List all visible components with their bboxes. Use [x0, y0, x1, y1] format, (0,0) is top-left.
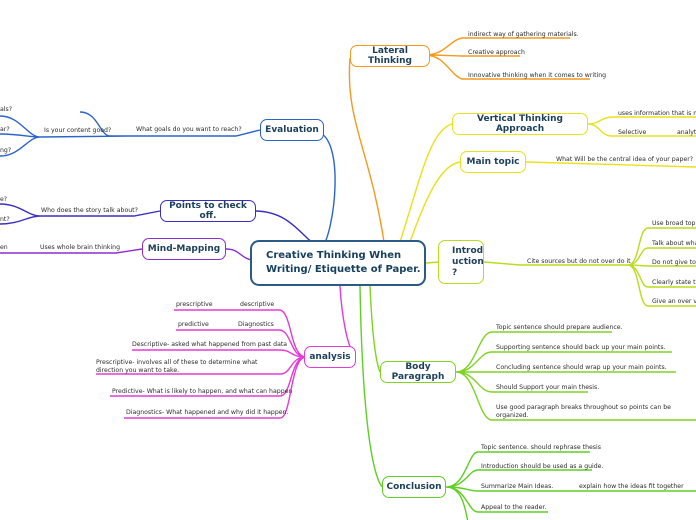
- evaluation-item[interactable]: ng?: [0, 147, 12, 154]
- introduction-item[interactable]: Clearly state the: [652, 279, 696, 286]
- body-item[interactable]: Supporting sentence should back up your …: [496, 344, 666, 351]
- body-item[interactable]: Use good paragraph breaks throughout so …: [496, 404, 671, 419]
- introduction-item[interactable]: Talk about what: [652, 240, 696, 247]
- lateral-item[interactable]: indirect way of gathering materials.: [468, 31, 579, 38]
- connector-conclusion-items: [445, 451, 696, 520]
- connector-points-items: [0, 203, 161, 225]
- analysis-item[interactable]: Prescriptive- involves all of these to d…: [96, 359, 258, 374]
- connector-evaluation-items: [0, 111, 261, 157]
- analysis-item[interactable]: predictive: [178, 321, 209, 328]
- evaluation-item[interactable]: als?: [0, 106, 13, 113]
- connector-main-topic-item: [525, 161, 696, 168]
- connector-analysis: [339, 285, 353, 351]
- connector-mind-mapping: [225, 248, 253, 261]
- connector-introduction-sub: [483, 261, 628, 266]
- analysis-item[interactable]: Predictive- What is likely to happen, an…: [112, 388, 293, 395]
- topic-vertical-thinking-label: Vertical Thinking Approach: [477, 114, 563, 134]
- topic-lateral-thinking-label: Lateral Thinking: [368, 46, 412, 66]
- body-item[interactable]: Topic sentence should prepare audience.: [496, 324, 623, 331]
- introduction-item[interactable]: Give an over vie: [652, 298, 696, 305]
- introduction-item[interactable]: Do not give to m: [652, 259, 696, 266]
- main-topic-item[interactable]: What Will be the central idea of your pa…: [556, 156, 694, 163]
- points-sub[interactable]: Who does the story talk about?: [41, 207, 138, 214]
- connector-introduction-items: [627, 227, 696, 307]
- connector-analysis-split: [228, 310, 232, 330]
- central-topic[interactable]: Creative Thinking When Writing/ Etiquett…: [250, 240, 426, 286]
- topic-conclusion-label: Conclusion: [386, 482, 442, 492]
- connector-analysis-items: [96, 309, 307, 419]
- topic-body-paragraph-label: Body Paragraph: [391, 362, 445, 382]
- topic-mind-mapping[interactable]: Mind-Mapping: [142, 238, 226, 260]
- points-item[interactable]: e?: [0, 196, 8, 203]
- analysis-item[interactable]: Descriptive- asked what happened from pa…: [132, 341, 288, 348]
- connector-main-topic: [409, 161, 461, 243]
- topic-analysis-label: analysis: [309, 352, 351, 362]
- body-item[interactable]: Should Support your main thesis.: [496, 384, 600, 391]
- evaluation-sub2[interactable]: Is your content good?: [44, 127, 112, 134]
- topic-lateral-thinking[interactable]: Lateral Thinking: [350, 45, 430, 67]
- mind-mapping-item[interactable]: en: [0, 244, 8, 251]
- connector-evaluation: [317, 131, 336, 249]
- topic-body-paragraph[interactable]: Body Paragraph: [380, 361, 456, 383]
- topic-analysis[interactable]: analysis: [304, 346, 356, 368]
- central-topic-label: Creative Thinking When Writing/ Etiquett…: [266, 250, 421, 275]
- topic-conclusion[interactable]: Conclusion: [382, 476, 446, 498]
- topic-vertical-thinking[interactable]: Vertical Thinking Approach: [452, 113, 588, 135]
- mind-mapping-sub[interactable]: Uses whole brain thinking: [40, 244, 121, 251]
- topic-points-to-check[interactable]: Points to check off.: [160, 200, 256, 222]
- lateral-item[interactable]: Creative approach: [468, 49, 525, 56]
- topic-main-topic[interactable]: Main topic: [460, 151, 526, 173]
- vertical-item[interactable]: Selective: [618, 129, 647, 136]
- topic-points-to-check-label: Points to check off.: [169, 201, 247, 221]
- conclusion-item[interactable]: Introduction should be used as a guide.: [481, 463, 604, 470]
- topic-mind-mapping-label: Mind-Mapping: [147, 244, 221, 254]
- conclusion-item[interactable]: Appeal to the reader.: [481, 504, 547, 511]
- evaluation-sub[interactable]: What goals do you want to reach?: [136, 126, 242, 133]
- connector-vertical: [399, 123, 453, 243]
- analysis-item[interactable]: prescriptive: [176, 301, 213, 308]
- topic-introduction-label: Introd uction ?: [452, 245, 484, 278]
- points-item[interactable]: nt?: [0, 216, 10, 223]
- topic-main-topic-label: Main topic: [466, 157, 520, 167]
- connector-lateral: [348, 57, 385, 243]
- connector-body-items: [455, 331, 696, 421]
- conclusion-item[interactable]: explain how the ideas fit together: [579, 483, 684, 490]
- connector-vertical-items: [587, 116, 696, 137]
- connector-introduction: [425, 261, 441, 264]
- lateral-item[interactable]: Innovative thinking when it comes to wri…: [468, 72, 607, 79]
- topic-introduction[interactable]: Introd uction ?: [438, 240, 484, 284]
- introduction-item[interactable]: Use broad topic: [652, 220, 696, 227]
- vertical-item[interactable]: analytic: [677, 129, 696, 136]
- evaluation-item[interactable]: ar?: [0, 126, 10, 133]
- introduction-sub[interactable]: Cite sources but do not over do it: [527, 258, 631, 265]
- connector-lateral-items: [424, 37, 590, 80]
- body-item[interactable]: Concluding sentence should wrap up your …: [496, 364, 667, 371]
- analysis-item[interactable]: Diagnostics: [238, 321, 274, 328]
- connector-mind-mapping-items: [0, 248, 143, 254]
- conclusion-item[interactable]: Topic sentence. should rephrase thesis: [481, 444, 601, 451]
- analysis-item[interactable]: Diagnostics- What happened and why did i…: [126, 409, 289, 416]
- connector-body: [369, 285, 381, 373]
- topic-evaluation[interactable]: Evaluation: [260, 119, 324, 141]
- connector-conclusion: [359, 285, 383, 488]
- analysis-item[interactable]: descriptive: [240, 301, 275, 308]
- vertical-item[interactable]: uses information that is more: [618, 110, 696, 117]
- conclusion-item[interactable]: Summarize Main Ideas.: [481, 483, 554, 490]
- topic-evaluation-label: Evaluation: [265, 125, 319, 135]
